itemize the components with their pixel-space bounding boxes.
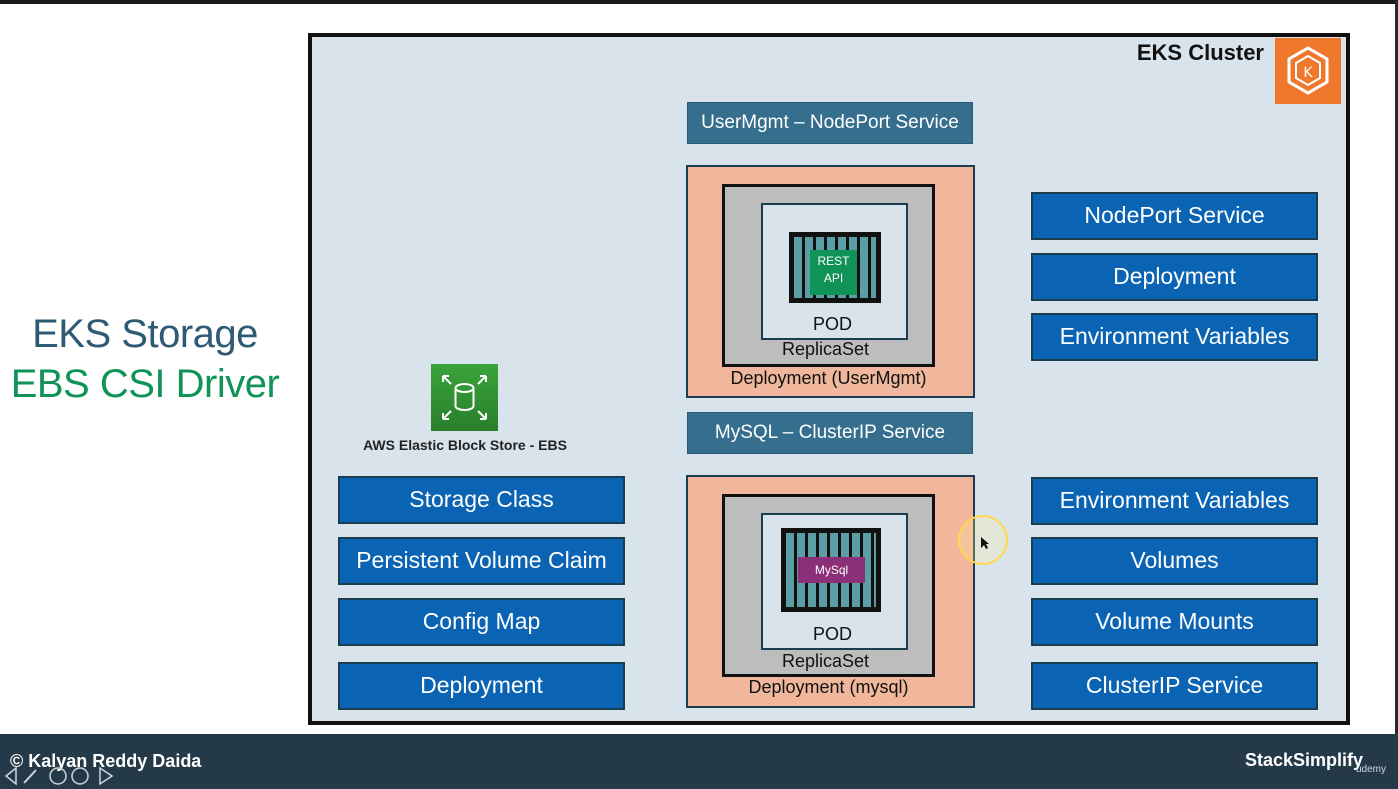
mouse-pointer-icon — [981, 537, 989, 549]
usermgmt-nodeport-service-bar: UserMgmt – NodePort Service — [687, 102, 973, 144]
pen-icon[interactable] — [23, 769, 37, 784]
right-item-clusterip-service: ClusterIP Service — [1031, 662, 1318, 710]
ebs-icon — [431, 364, 498, 431]
previous-icon[interactable] — [4, 766, 17, 786]
slide-title-line2: EBS CSI Driver — [10, 362, 280, 406]
udemy-watermark: udemy — [1355, 764, 1386, 775]
ebs-label: AWS Elastic Block Store - EBS — [363, 437, 567, 453]
more-icon[interactable] — [71, 767, 89, 785]
cluster-label: EKS Cluster — [1136, 40, 1264, 65]
mysql-replicaset-label: ReplicaSet — [781, 651, 870, 671]
right-item-nodeport-service: NodePort Service — [1031, 192, 1318, 240]
rest-api-badge-line1: REST — [817, 254, 850, 268]
right-item-env-vars-mysql: Environment Variables — [1031, 477, 1318, 525]
right-item-deployment: Deployment — [1031, 253, 1318, 301]
menu-icon[interactable] — [49, 767, 67, 785]
footer-bar — [0, 734, 1398, 789]
slide-title-line1: EKS Storage — [32, 312, 258, 356]
left-item-deployment: Deployment — [338, 662, 625, 710]
left-item-config-map: Config Map — [338, 598, 625, 646]
mysql-badge: MySql — [798, 557, 865, 583]
usermgmt-pod-label: POD — [812, 314, 852, 334]
usermgmt-deployment-label: Deployment (UserMgmt) — [730, 368, 927, 388]
right-item-volume-mounts: Volume Mounts — [1031, 598, 1318, 646]
left-item-storage-class: Storage Class — [338, 476, 625, 524]
left-item-pvc: Persistent Volume Claim — [338, 537, 625, 585]
mysql-clusterip-service-bar: MySQL – ClusterIP Service — [687, 412, 973, 454]
brand-text: StackSimplify — [1244, 750, 1363, 770]
right-item-volumes: Volumes — [1031, 537, 1318, 585]
right-item-env-vars: Environment Variables — [1031, 313, 1318, 361]
usermgmt-replicaset-label: ReplicaSet — [781, 339, 870, 359]
rest-api-badge: REST API — [810, 250, 857, 295]
mysql-deployment-label: Deployment (mysql) — [748, 677, 909, 697]
eks-logo-icon: K — [1275, 38, 1341, 104]
rest-api-badge-line2: API — [823, 271, 844, 285]
top-border — [0, 0, 1398, 4]
svg-text:K: K — [1303, 65, 1313, 81]
copyright-text: © Kalyan Reddy Daida — [10, 751, 202, 771]
mysql-pod-label: POD — [812, 624, 852, 644]
next-icon[interactable] — [99, 766, 114, 786]
right-border — [1395, 0, 1398, 789]
player-controls[interactable] — [4, 766, 114, 786]
